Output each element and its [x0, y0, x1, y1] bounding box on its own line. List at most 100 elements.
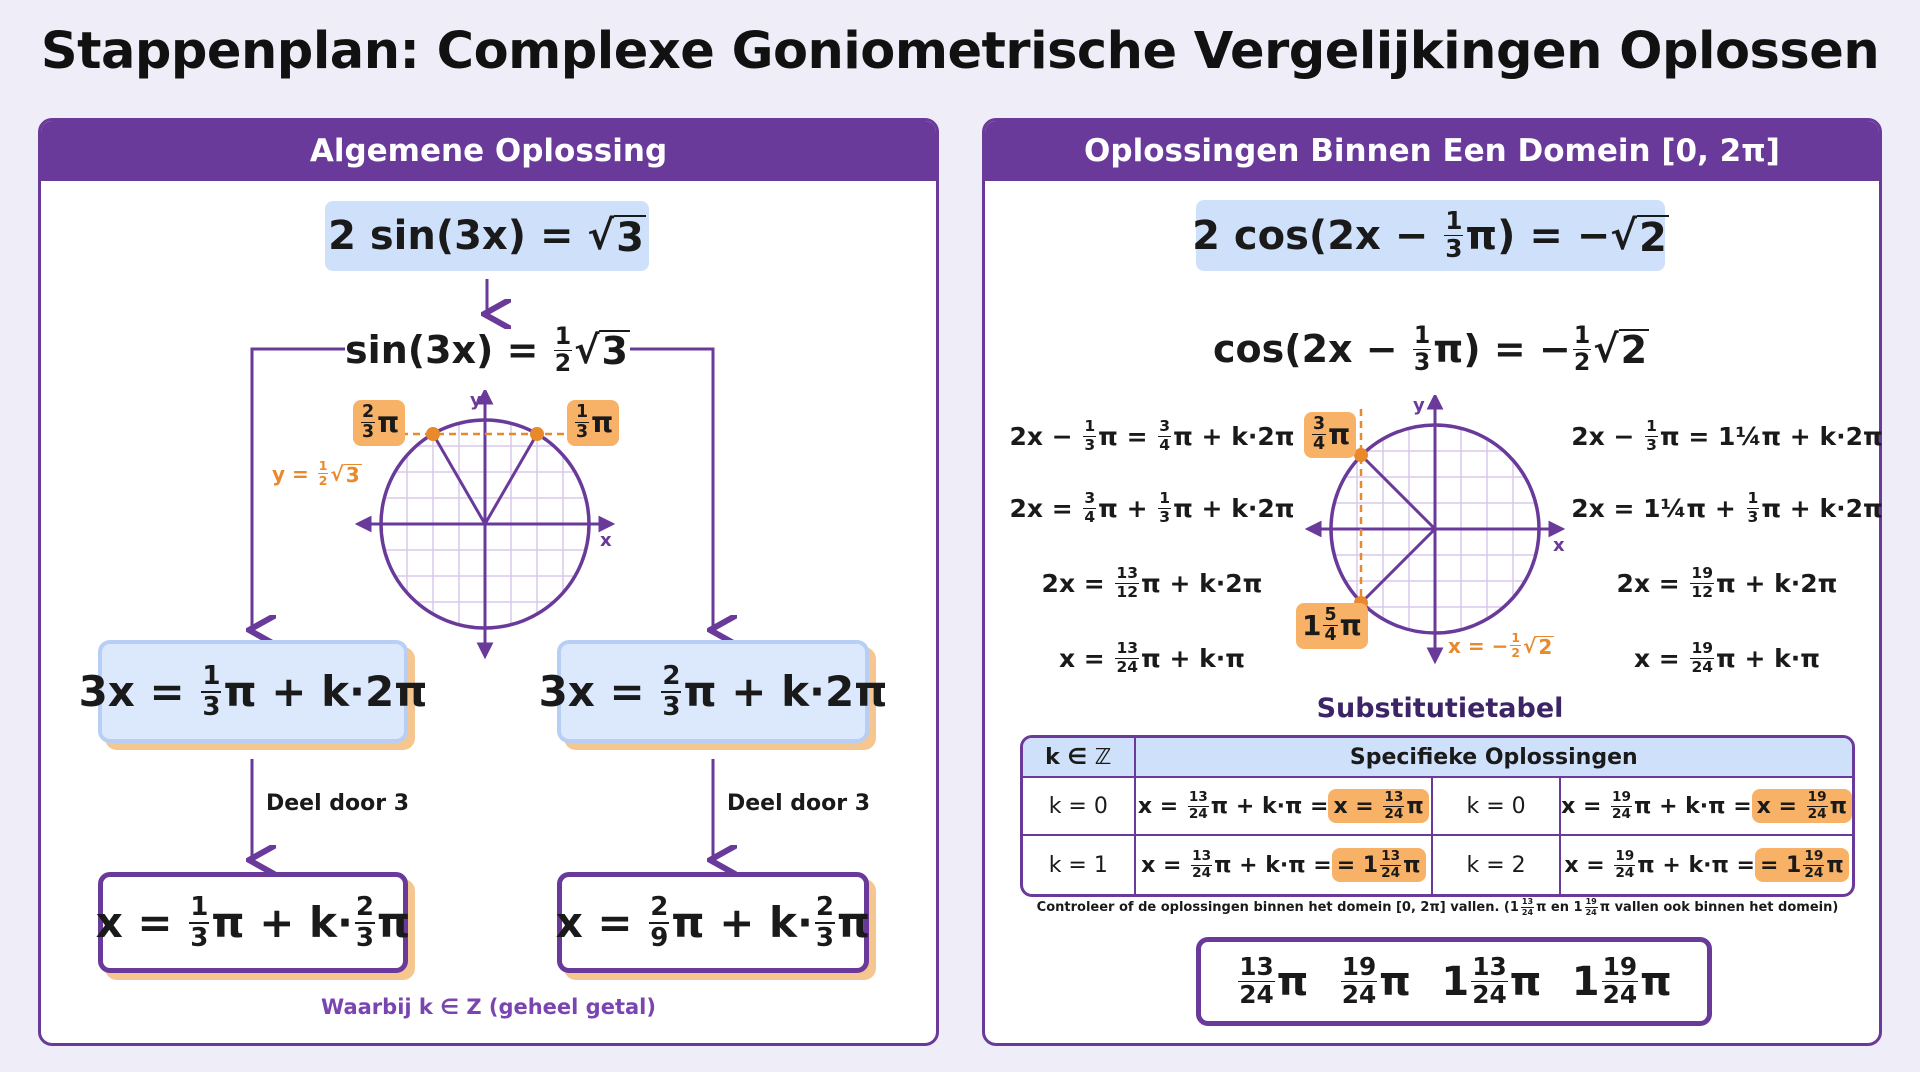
denominator: 3 [1413, 347, 1431, 376]
denominator: 3 [355, 922, 375, 953]
numerator: 19 [1611, 788, 1633, 807]
denominator: 24 [1615, 864, 1635, 881]
math-text: π + k·2π [1716, 568, 1838, 598]
math-text: 1 [1441, 958, 1470, 1005]
header-solutions: Specifieke Oplossingen [1135, 738, 1852, 778]
denominator: 24 [1691, 657, 1714, 676]
numerator: 1 [1412, 320, 1432, 350]
numerator: 13 [1383, 788, 1405, 807]
math-text: sin(3x) = [345, 328, 552, 372]
math-text: π [1509, 958, 1542, 1005]
denominator: 3 [1084, 435, 1096, 454]
denominator: 3 [202, 691, 221, 722]
radicand: 3 [599, 329, 630, 374]
math-text: π [1826, 852, 1844, 878]
numerator: 1 [1746, 489, 1760, 509]
math-text: x = [1058, 643, 1114, 673]
math-text: π + k·π [1141, 643, 1246, 673]
denominator: 3 [1646, 435, 1657, 454]
numerator: 2 [354, 892, 376, 924]
k-value: k = 0 [1023, 778, 1136, 836]
radical-sign: √ [1522, 633, 1537, 658]
radicand: 3 [343, 462, 362, 487]
math-text: π [1829, 793, 1847, 819]
denominator: 24 [1239, 980, 1274, 1009]
math-text: π + k·2π [683, 667, 888, 716]
math-text: 2x = 1¼π + [1571, 493, 1745, 523]
math-text: x = [1333, 793, 1382, 819]
math-text: 2x − [1009, 421, 1082, 451]
denominator: 12 [1116, 582, 1138, 601]
numerator: 1 [201, 661, 222, 693]
numerator: 19 [1690, 639, 1715, 659]
numerator: 1 [189, 892, 210, 924]
unit-circle-right [1305, 395, 1565, 665]
numerator: 1 [575, 402, 590, 424]
math-text: x = [1633, 643, 1689, 673]
denominator: 24 [1188, 805, 1208, 822]
numerator: 3 [1312, 414, 1327, 436]
math-text: π = 1¼π + k·2π [1659, 421, 1883, 451]
square-root: √3 [330, 462, 362, 487]
math-text: π + k·π = [1214, 852, 1332, 878]
math-text: π [377, 898, 411, 947]
math-text: 2x = [1041, 568, 1114, 598]
denominator: 24 [1521, 908, 1534, 918]
denominator: 4 [1159, 435, 1171, 454]
domain-check-note: Controleer of de oplossingen binnen het … [1020, 897, 1855, 918]
denominator: 2 [1511, 645, 1520, 661]
numerator: 19 [1614, 847, 1636, 866]
y-axis-label: y [470, 390, 482, 411]
math-text: 2 cos(2x − [1192, 212, 1443, 259]
denominator: 2 [318, 473, 328, 489]
x-axis-label: x [600, 530, 612, 551]
square-root: √2 [1610, 213, 1669, 259]
denominator: 4 [1324, 625, 1337, 646]
math-text: 2x = [1616, 568, 1689, 598]
denominator: 3 [190, 922, 209, 953]
numerator: 13 [1380, 847, 1402, 866]
math-text: π en 1 [1536, 900, 1583, 916]
k-value: k = 1 [1023, 836, 1136, 894]
math-text: π + k·π [1716, 643, 1821, 673]
numerator: 13 [1187, 788, 1209, 807]
radical-sign: √ [1610, 212, 1637, 259]
math-text: = 1 [1759, 852, 1802, 878]
math-text: π + k· [211, 898, 353, 947]
